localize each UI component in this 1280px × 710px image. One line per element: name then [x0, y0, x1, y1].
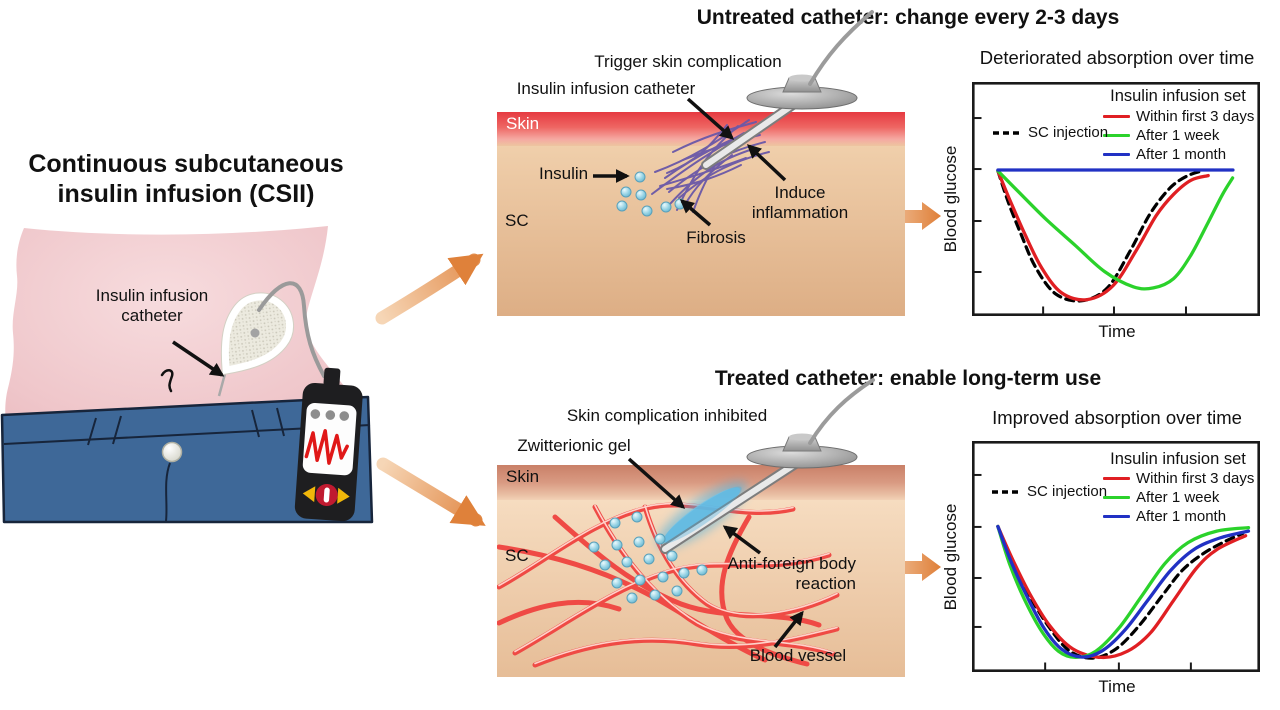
treated-chart-xlabel: Time: [1098, 677, 1136, 696]
blood-vessel-label: Blood vessel: [749, 646, 847, 665]
catheter-tubing: [808, 10, 874, 86]
untreated-legend-title: Insulin infusion set: [1110, 87, 1246, 105]
legend-row: Within first 3 days: [1103, 107, 1254, 126]
treated-section-title: Treated catheter: enable long-term use: [714, 367, 1102, 390]
untreated-chart-title: Deteriorated absorption over time: [979, 47, 1255, 68]
insulin-label: Insulin: [539, 164, 589, 183]
insulin-droplets: [616, 171, 686, 217]
annotation-arrows: [593, 97, 787, 227]
skin-layer: [497, 465, 905, 500]
jeans-button: [161, 441, 183, 463]
complication-inhibited-label: Skin complication inhibited: [566, 406, 768, 425]
fibrosis-arrow: [679, 199, 712, 227]
untreated-legend: Within first 3 days After 1 week After 1…: [1103, 107, 1254, 164]
untreated-catheter: [701, 10, 874, 170]
catheter-arrow: [686, 97, 735, 140]
treated-skin-illustration: [497, 378, 905, 677]
fibrosis-label: Fibrosis: [686, 228, 746, 247]
body-illustration: [0, 226, 374, 524]
zwitterionic-gel-label: Zwitterionic gel: [517, 436, 631, 455]
legend-row: After 1 week: [1103, 488, 1254, 507]
untreated-sc-injection-legend: SC injection: [992, 124, 1108, 141]
legend-swatch-blue: [1103, 514, 1130, 519]
treated-skin-label: Skin: [506, 467, 540, 486]
legend-swatch-green: [1103, 495, 1130, 500]
untreated-skin-label: Skin: [506, 114, 540, 133]
csii-title-line2: insulin infusion (CSII): [57, 179, 315, 208]
legend-swatch-red: [1103, 114, 1130, 119]
gel-arrow: [627, 457, 686, 509]
insulin-pump: [294, 367, 363, 522]
legend-row: After 1 month: [1103, 145, 1254, 164]
untreated-sc-label: SC: [505, 211, 529, 230]
induce-inflammation-label: Induce inflammation: [751, 183, 849, 222]
legend-row: Within first 3 days: [1103, 469, 1254, 488]
treated-legend-title: Insulin infusion set: [1110, 450, 1246, 468]
treated-chart-title: Improved absorption over time: [992, 407, 1242, 428]
jeans-fly-seam: [165, 462, 171, 522]
pump-left-button: [302, 486, 316, 503]
catheter-patch: [217, 292, 294, 397]
anti-foreign-arrow: [722, 525, 762, 555]
csii-title-line1: Continuous subcutaneous: [28, 150, 344, 178]
pump-connector: [323, 367, 341, 387]
untreated-skin-illustration: [497, 10, 905, 316]
patch-hub: [250, 328, 260, 338]
navel-mark: [160, 369, 174, 393]
treated-legend: Within first 3 days After 1 week After 1…: [1103, 469, 1254, 526]
catheter-label-arrow: [172, 340, 225, 377]
untreated-catheter-label: Insulin infusion catheter: [516, 79, 696, 98]
treated-chart-ylabel: Blood glucose: [941, 503, 960, 611]
csii-title: Continuous subcutaneous insulin infusion…: [28, 150, 343, 209]
anti-foreign-body-label: Anti-foreign body reaction: [727, 554, 856, 593]
catheter-callout-label: Insulin infusion catheter: [95, 286, 209, 325]
untreated-section-title: Untreated catheter: change every 2-3 day…: [696, 6, 1120, 29]
dashed-line-swatch: [992, 489, 1022, 494]
inflammation-arrow: [746, 144, 787, 182]
legend-swatch-green: [1103, 133, 1130, 138]
pump-right-button: [337, 487, 350, 504]
skin-layer: [497, 112, 905, 146]
treated-sc-label: SC: [505, 546, 529, 565]
treated-sc-injection-legend: SC injection: [991, 483, 1107, 500]
gel-coating: [662, 486, 742, 544]
annotation-arrows: [627, 457, 804, 649]
insulin-droplets: [588, 511, 708, 604]
legend-swatch-red: [1103, 476, 1130, 481]
legend-row: After 1 month: [1103, 507, 1254, 526]
untreated-absorption-plot: [972, 82, 1260, 316]
catheter-tubing: [808, 378, 875, 445]
blood-vessel-arrow: [773, 610, 804, 649]
glucose-waveform-icon: [304, 429, 349, 465]
torso: [5, 226, 362, 453]
legend-row: After 1 week: [1103, 126, 1254, 145]
untreated-chart-ylabel: Blood glucose: [941, 145, 960, 253]
untreated-chart-xlabel: Time: [1098, 322, 1136, 341]
treated-catheter: [660, 378, 875, 554]
treated-absorption-plot: [972, 441, 1260, 672]
pump-tubing: [257, 281, 326, 378]
legend-swatch-blue: [1103, 152, 1130, 157]
belt-loops: [87, 407, 285, 446]
dashed-line-swatch: [993, 130, 1023, 135]
trigger-complication-label: Trigger skin complication: [594, 52, 782, 71]
